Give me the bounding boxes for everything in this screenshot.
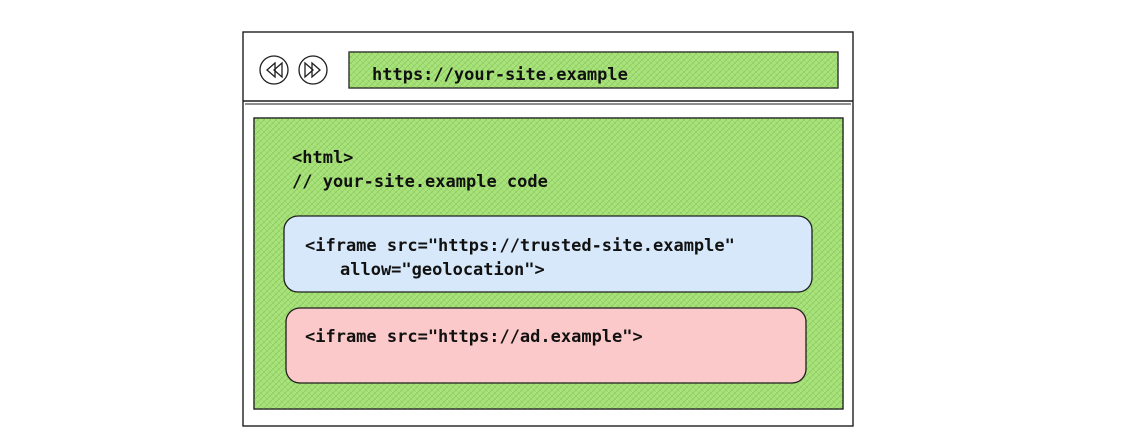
back-button[interactable] <box>259 55 289 85</box>
iframe-trusted-src: <iframe src="https://trusted-site.exampl… <box>305 236 735 256</box>
iframe-trusted-allow: allow="geolocation"> <box>340 260 545 280</box>
iframe-ad-src: <iframe src="https://ad.example"> <box>305 327 643 347</box>
fast-forward-icon <box>304 61 321 79</box>
forward-button[interactable] <box>298 55 328 85</box>
page-code-comment: // your-site.example code <box>292 172 548 192</box>
iframe-ad: <iframe src="https://ad.example"> <box>285 307 807 384</box>
browser-toolbar: https://your-site.example <box>259 51 839 89</box>
html-open-tag: <html> <box>292 148 353 168</box>
rewind-icon <box>266 61 283 79</box>
url-text: https://your-site.example <box>372 65 628 85</box>
iframe-trusted: <iframe src="https://trusted-site.exampl… <box>283 215 813 293</box>
address-bar[interactable]: https://your-site.example <box>348 51 839 89</box>
